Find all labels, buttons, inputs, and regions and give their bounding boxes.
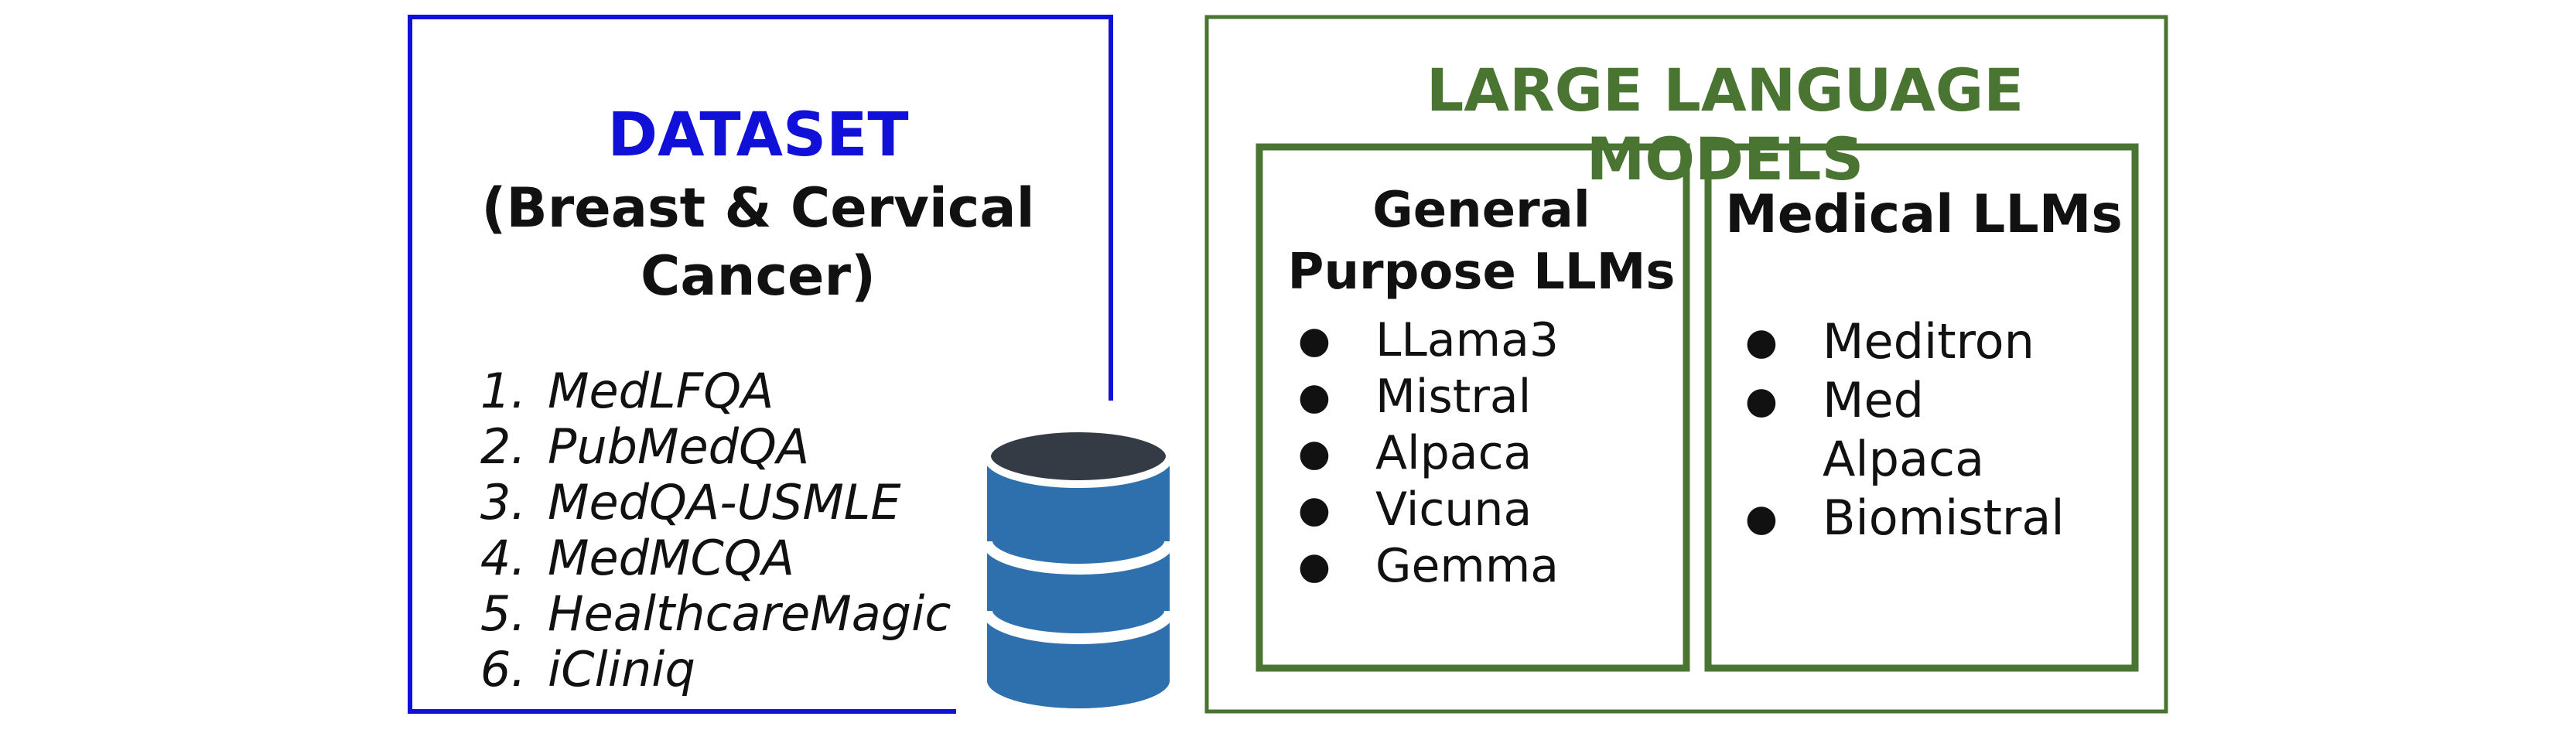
model-name: Alpaca: [1375, 426, 1532, 480]
dataset-item: 5. HealthcareMagic: [433, 586, 1052, 642]
list-item: ● Med Alpaca: [1745, 371, 2132, 489]
dataset-item: 1. MedLFQA: [433, 363, 1052, 419]
list-item: ● Meditron: [1745, 312, 2132, 371]
model-name: LLama3: [1375, 313, 1560, 367]
list-item: ● Mistral: [1298, 369, 1700, 425]
dataset-item: 4. MedMCQA: [433, 530, 1052, 586]
bullet-icon: ●: [1745, 320, 1778, 363]
bullet-icon: ●: [1745, 496, 1778, 540]
general-llm-box: [1256, 143, 1690, 672]
medical-llm-box: [1704, 143, 2139, 672]
general-llm-list: ● LLama3 ● Mistral ● Alpaca ● Vicuna ● Gemma: [1298, 312, 1700, 595]
dataset-item-label: PubMedQA: [548, 418, 810, 475]
dataset-item-label: MedMCQA: [548, 530, 794, 586]
dataset-item-number: 6.: [480, 641, 526, 698]
dataset-item: 2. PubMedQA: [433, 419, 1052, 475]
dataset-item-number: 2.: [480, 418, 526, 475]
dataset-list: 1. MedLFQA 2. PubMedQA 3. MedQA-USMLE 4.…: [433, 363, 1052, 698]
bullet-icon: ●: [1745, 379, 1778, 422]
medical-llm-title: Medical LLMs: [1725, 184, 2123, 245]
model-name: Gemma: [1375, 539, 1560, 593]
dataset-item-number: 4.: [480, 530, 526, 586]
model-name: Biomistral: [1823, 490, 2065, 546]
bullet-icon: ●: [1298, 375, 1331, 418]
bullet-icon: ●: [1298, 319, 1331, 362]
database-icon: [982, 425, 1175, 708]
dataset-item: 6. iCliniq: [433, 642, 1052, 698]
list-item: ● Gemma: [1298, 538, 1700, 595]
bullet-icon: ●: [1298, 432, 1331, 475]
dataset-item: 3. MedQA-USMLE: [433, 475, 1052, 530]
general-llm-title: General Purpose LLMs: [1287, 182, 1676, 301]
dataset-item-label: MedLFQA: [548, 363, 774, 419]
dataset-subtitle: (Breast & Cervical Cancer): [481, 176, 1035, 308]
llm-outer-box: [1204, 15, 2168, 714]
medical-llm-list: ● Meditron ● Med Alpaca ● Biomistral: [1745, 312, 2132, 548]
bullet-icon: ●: [1298, 488, 1331, 531]
dataset-item-number: 5.: [480, 585, 526, 642]
list-item: ● Vicuna: [1298, 482, 1700, 538]
dataset-item-label: MedQA-USMLE: [548, 474, 901, 530]
llm-title: LARGE LANGUAGE MODELS: [1426, 56, 2024, 193]
dataset-item-label: HealthcareMagic: [548, 585, 951, 642]
list-item: ● LLama3: [1298, 312, 1700, 369]
list-item: ● Alpaca: [1298, 425, 1700, 482]
bullet-icon: ●: [1298, 544, 1331, 588]
dataset-box-border: [408, 15, 1113, 714]
model-name: Vicuna: [1375, 483, 1532, 537]
dataset-item-number: 3.: [480, 474, 526, 530]
dataset-item-label: iCliniq: [548, 641, 695, 698]
model-name: Med Alpaca: [1823, 372, 1985, 487]
model-name: Meditron: [1823, 313, 2034, 370]
dataset-item-number: 1.: [480, 363, 526, 419]
dataset-title: DATASET: [607, 101, 909, 170]
model-name: Mistral: [1375, 370, 1532, 424]
list-item: ● Biomistral: [1745, 489, 2132, 548]
